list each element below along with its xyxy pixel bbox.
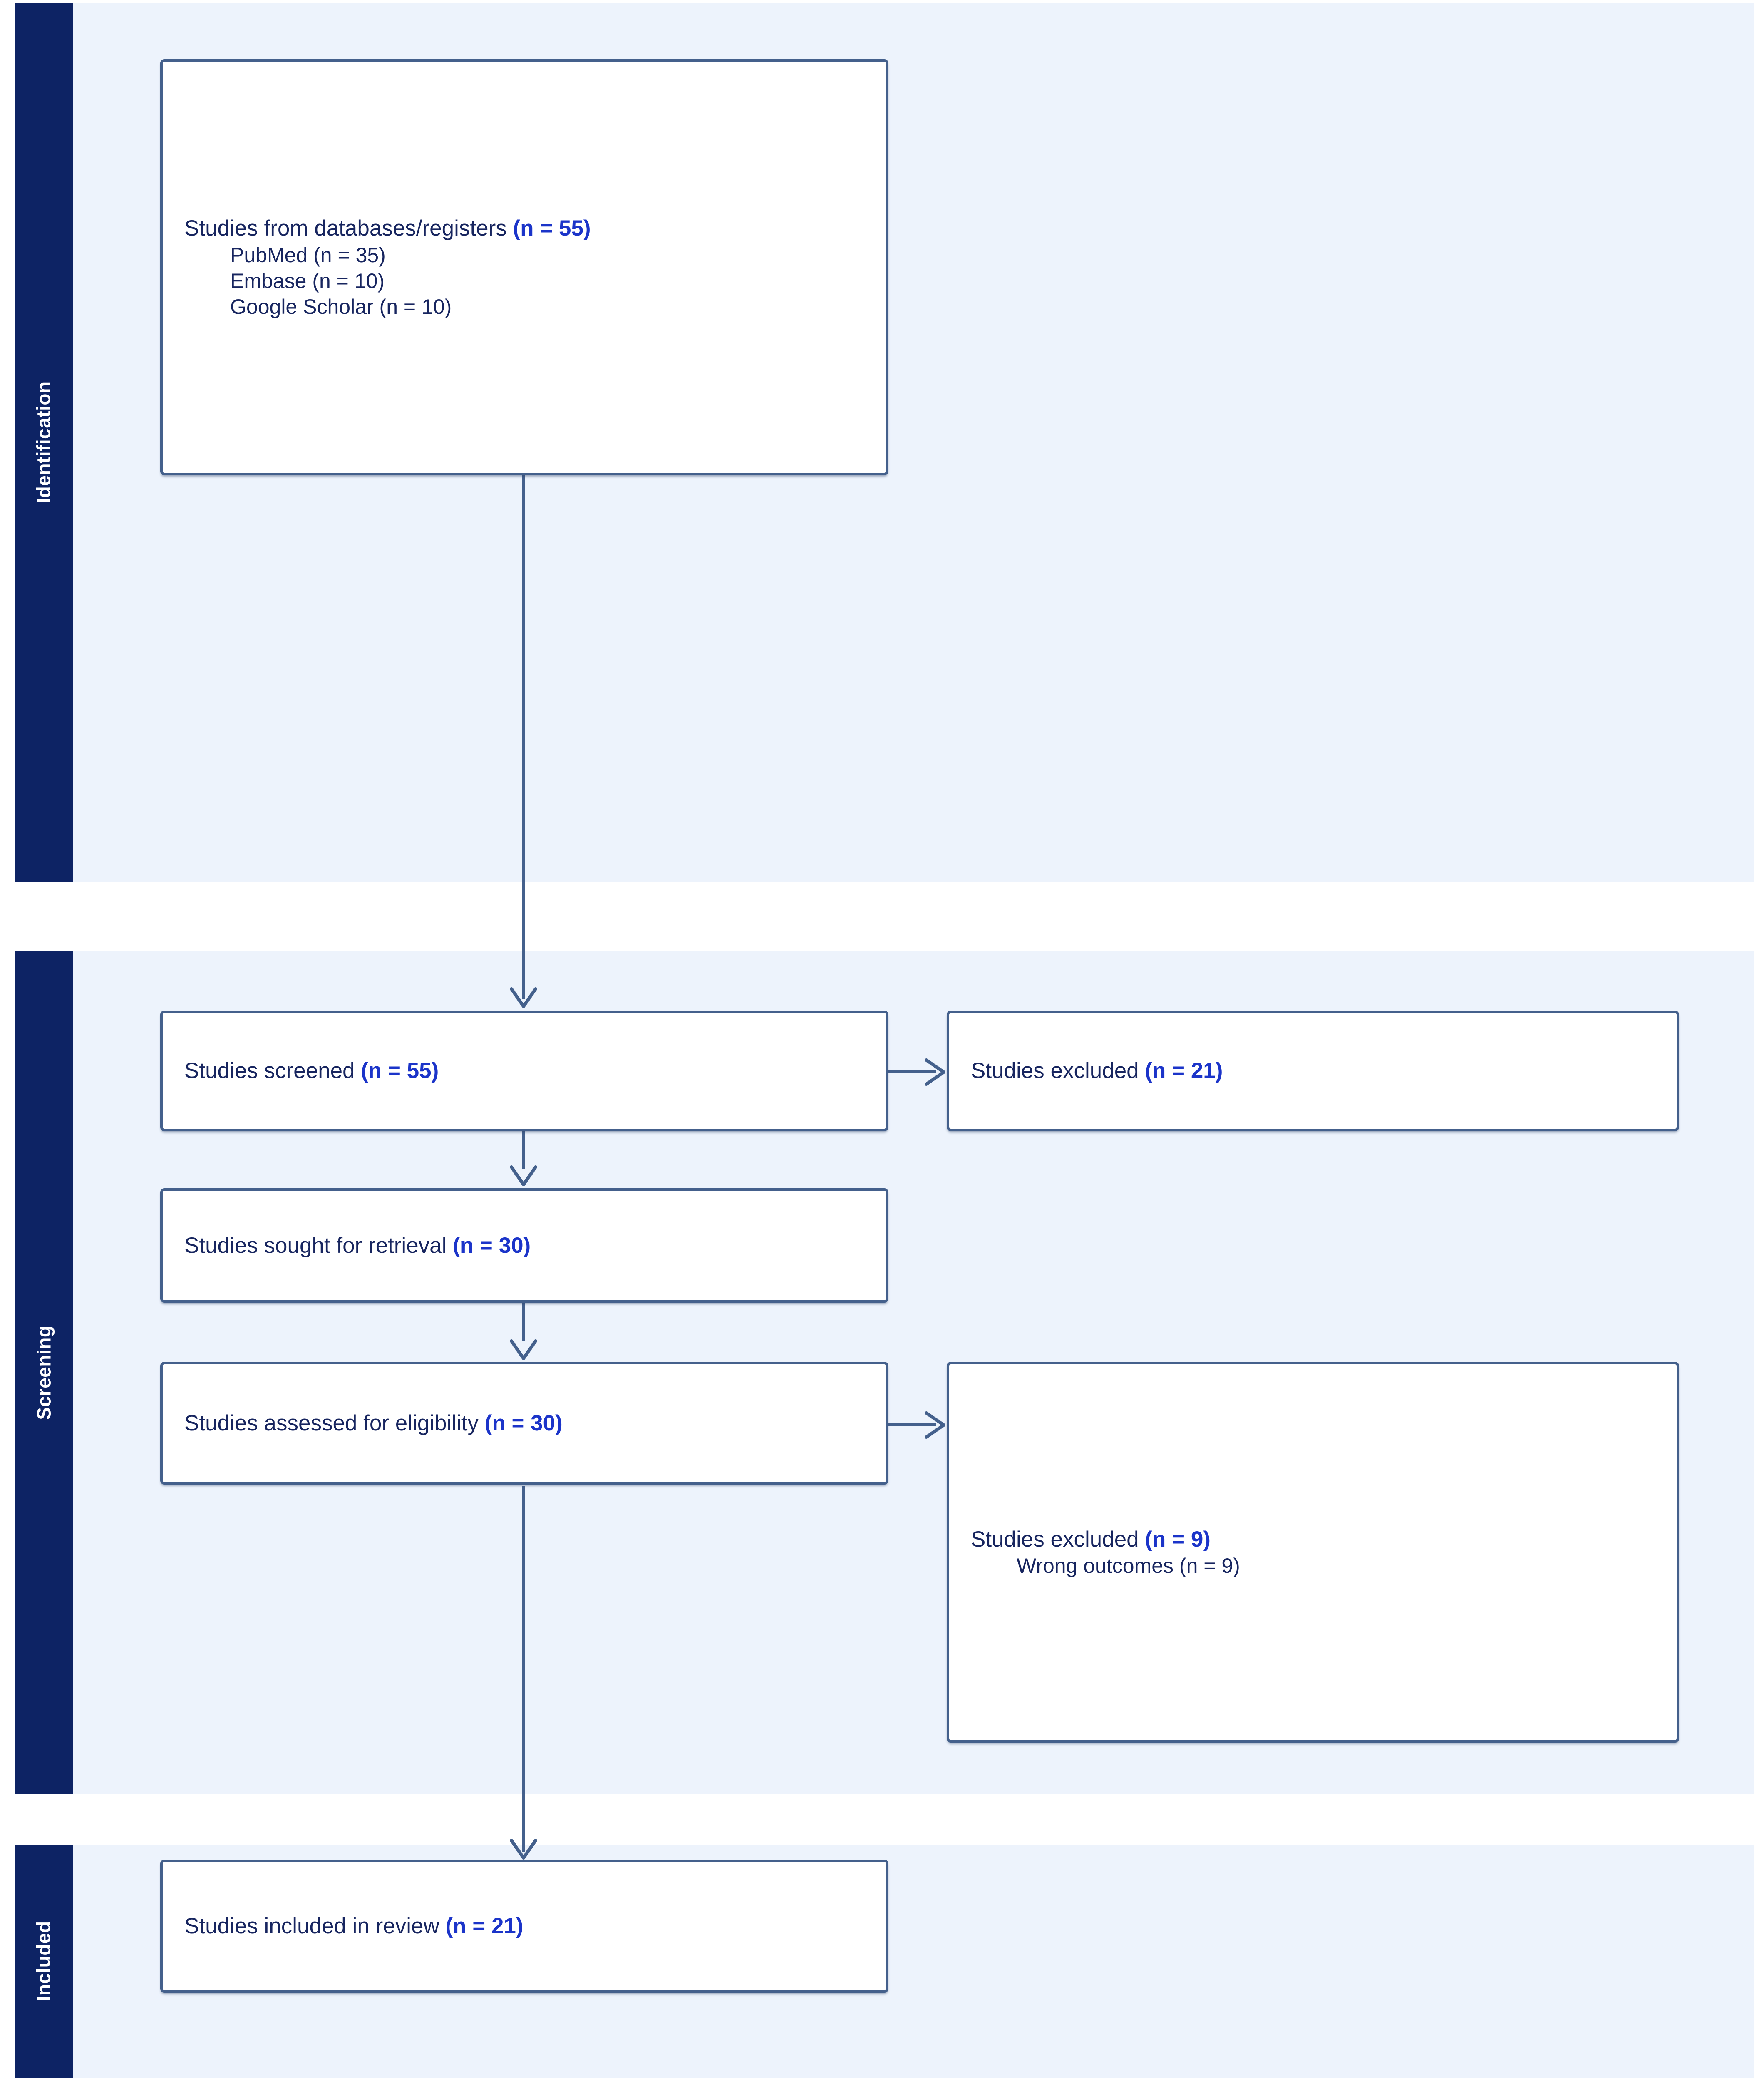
sought-for-retrieval-label: Studies sought for retrieval — [184, 1233, 453, 1258]
stage-label-screening-text: Screening — [33, 1325, 55, 1420]
studies-screened-label: Studies screened — [184, 1058, 361, 1083]
included-in-review-label: Studies included in review — [184, 1914, 446, 1939]
box-studies-screened[interactable]: Studies screened (n = 55) — [160, 1011, 888, 1131]
assessed-for-eligibility-label: Studies assessed for eligibility — [184, 1411, 485, 1435]
stage-label-included-text: Included — [33, 1921, 55, 2002]
screened-excluded-count: (n = 21) — [1145, 1058, 1223, 1083]
eligibility-excluded-label: Studies excluded — [971, 1527, 1145, 1552]
assessed-for-eligibility-line: Studies assessed for eligibility (n = 30… — [184, 1410, 873, 1437]
eligibility-excluded-reason-label: Wrong outcomes — [1017, 1554, 1179, 1578]
arrowhead-screened-to-excluded21 — [925, 1058, 946, 1086]
identification-source-google-scholar-count: (n = 10) — [379, 295, 452, 318]
box-assessed-for-eligibility[interactable]: Studies assessed for eligibility (n = 30… — [160, 1362, 888, 1485]
connector-assessed-to-excluded9 — [886, 1423, 936, 1426]
eligibility-excluded-line: Studies excluded (n = 9) — [971, 1526, 1664, 1553]
identification-source-embase-label: Embase — [230, 269, 313, 293]
box-eligibility-excluded[interactable]: Studies excluded (n = 9) Wrong outcomes … — [947, 1362, 1679, 1743]
identification-source-google-scholar-label: Google Scholar — [230, 295, 380, 318]
studies-screened-count: (n = 55) — [361, 1058, 439, 1083]
box-sought-for-retrieval[interactable]: Studies sought for retrieval (n = 30) — [160, 1188, 888, 1303]
arrowhead-sought-to-assessed — [510, 1339, 537, 1361]
identification-source-pubmed-label: PubMed — [230, 243, 314, 267]
identification-source-pubmed: PubMed (n = 35) — [184, 242, 873, 268]
stage-label-identification: Identification — [15, 3, 73, 882]
arrowhead-assessed-to-included — [510, 1839, 537, 1860]
included-in-review-line: Studies included in review (n = 21) — [184, 1912, 873, 1940]
assessed-for-eligibility-count: (n = 30) — [484, 1411, 563, 1435]
included-in-review-count: (n = 21) — [445, 1914, 523, 1939]
connector-sought-to-assessed — [522, 1302, 525, 1341]
identification-source-embase-count: (n = 10) — [312, 269, 385, 293]
identification-source-embase: Embase (n = 10) — [184, 268, 873, 294]
eligibility-excluded-count: (n = 9) — [1145, 1527, 1211, 1552]
identification-sources-label: Studies from databases/registers — [184, 216, 513, 241]
stage-label-identification-text: Identification — [33, 381, 55, 504]
stage-label-screening: Screening — [15, 951, 73, 1794]
screened-excluded-label: Studies excluded — [971, 1058, 1145, 1083]
eligibility-excluded-reason-count: (n = 9) — [1179, 1554, 1240, 1578]
stage-label-included: Included — [15, 1845, 73, 2078]
box-identification-sources[interactable]: Studies from databases/registers (n = 55… — [160, 59, 888, 475]
identification-source-google-scholar: Google Scholar (n = 10) — [184, 294, 873, 320]
studies-screened-line: Studies screened (n = 55) — [184, 1057, 873, 1085]
sought-for-retrieval-line: Studies sought for retrieval (n = 30) — [184, 1232, 873, 1259]
connector-identification-to-screened — [522, 474, 525, 999]
identification-source-pubmed-count: (n = 35) — [313, 243, 386, 267]
sought-for-retrieval-count: (n = 30) — [453, 1233, 531, 1258]
arrowhead-assessed-to-excluded9 — [925, 1411, 946, 1439]
connector-screened-to-excluded21 — [886, 1070, 936, 1073]
screened-excluded-line: Studies excluded (n = 21) — [971, 1057, 1664, 1085]
arrowhead-screened-to-sought — [510, 1165, 537, 1187]
eligibility-excluded-reason-wrong-outcomes: Wrong outcomes (n = 9) — [971, 1553, 1664, 1579]
identification-sources-count: (n = 55) — [513, 216, 591, 241]
connector-screened-to-sought — [522, 1131, 525, 1169]
arrowhead-identification-to-screened — [510, 987, 537, 1009]
box-screened-excluded[interactable]: Studies excluded (n = 21) — [947, 1011, 1679, 1131]
box-included-in-review[interactable]: Studies included in review (n = 21) — [160, 1860, 888, 1993]
identification-sources-main-line: Studies from databases/registers (n = 55… — [184, 215, 873, 242]
connector-assessed-to-included — [522, 1486, 525, 1852]
